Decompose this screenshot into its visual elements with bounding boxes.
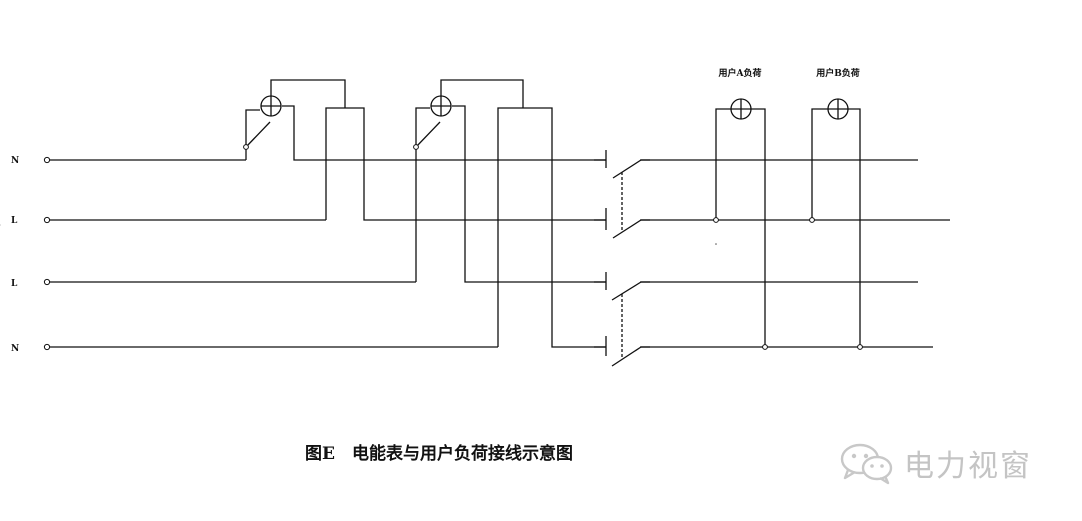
breaker-2 (594, 272, 650, 367)
meter-1-diagonal-link (245, 121, 271, 148)
terminal-l-second (43, 278, 51, 286)
line-label-n-top: N (11, 156, 19, 166)
breakers (594, 150, 650, 367)
load-b: 用户B负荷 (809, 67, 863, 350)
load-a-return-wire (751, 108, 766, 347)
meter-2-l-out (452, 105, 918, 283)
energy-meter-1 (243, 79, 918, 221)
line-label-l-second: L (11, 279, 18, 289)
terminal-n-top (43, 156, 51, 164)
load-b-label: 用户B负荷 (815, 67, 860, 79)
load-a-label: 用户A负荷 (718, 67, 762, 79)
meter-1-top-link (270, 79, 346, 108)
meter-2-diagonal-link (415, 121, 441, 148)
meter-1-current-coil (325, 107, 918, 221)
meter-2-voltage-coil-wire (415, 107, 430, 282)
meter-2-top-link (440, 79, 524, 108)
load-b-feed-wire (811, 108, 828, 220)
meter-1-n-out (282, 105, 918, 161)
meter-1-voltage-coil-wire (245, 109, 260, 160)
figure-caption: 图E 电能表与用户负荷接线示意图 (305, 443, 573, 464)
terminal-l-first (43, 216, 51, 224)
incoming-lines (43, 156, 498, 351)
load-a-feed-wire (715, 108, 731, 220)
edge-tick-mark: , (0, 219, 1, 229)
watermark: 电力视窗 (838, 440, 1032, 486)
wechat-icon (840, 443, 893, 485)
breaker-1 (594, 150, 650, 239)
load-b-return-wire (848, 108, 861, 347)
meter-2-current-coil (497, 107, 933, 348)
line-label-l-first: L (11, 216, 18, 226)
energy-meter-2 (413, 79, 933, 348)
load-a: 用户A负荷 (713, 67, 768, 350)
watermark-text: 电力视窗 (904, 449, 1032, 484)
line-label-n-bottom: N (11, 344, 19, 354)
terminal-n-bottom (43, 343, 51, 351)
